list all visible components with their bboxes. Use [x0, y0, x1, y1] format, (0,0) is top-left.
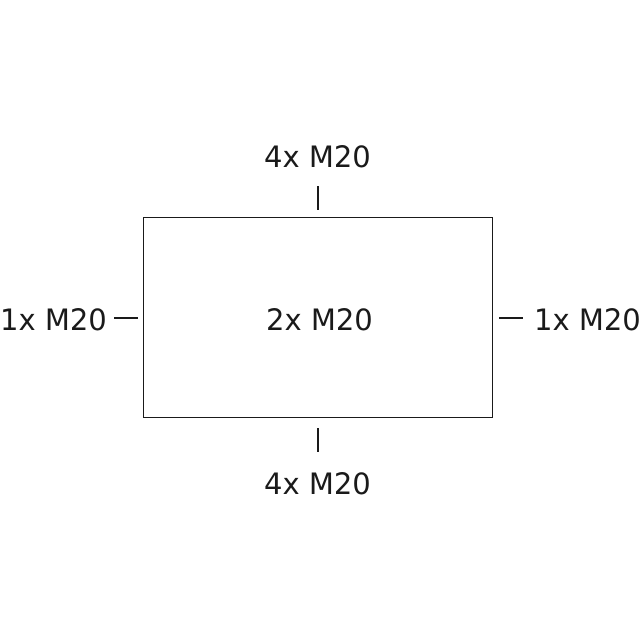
enclosure-outline [143, 217, 493, 418]
left-entry-tick [114, 317, 138, 319]
left-entry-label: 1x M20 [0, 303, 107, 337]
right-entry-label: 1x M20 [534, 303, 640, 337]
top-entry-tick [317, 186, 319, 210]
bottom-entry-tick [317, 428, 319, 452]
bottom-entry-label: 4x M20 [264, 467, 371, 501]
right-entry-tick [499, 317, 523, 319]
top-entry-label: 4x M20 [264, 140, 371, 174]
center-entry-label: 2x M20 [266, 303, 373, 337]
